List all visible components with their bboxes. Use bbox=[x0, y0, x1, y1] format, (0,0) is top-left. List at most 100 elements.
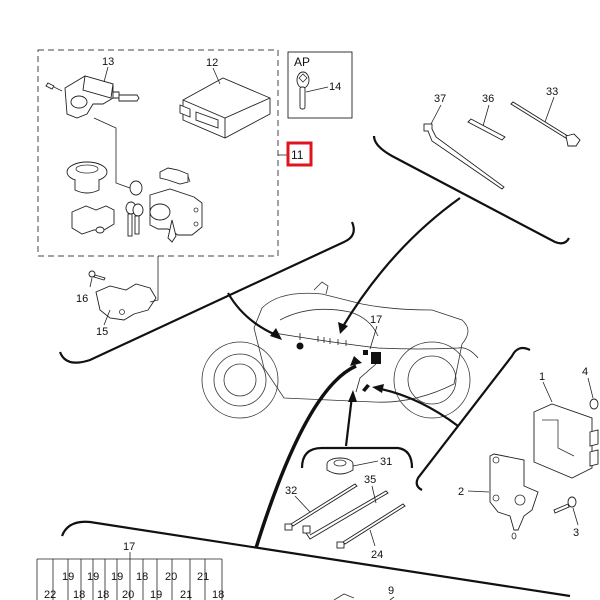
motorcycle-outline bbox=[201, 281, 471, 419]
callout-17[interactable]: 17 bbox=[370, 314, 382, 326]
part-2-bracket[interactable] bbox=[489, 453, 539, 540]
part-35-cable-tie[interactable] bbox=[302, 490, 389, 540]
clamp-label-bottom-7[interactable]: 18 bbox=[212, 589, 224, 600]
clamp-label-top-3[interactable]: 19 bbox=[111, 571, 123, 583]
part-ignition-switch[interactable] bbox=[149, 188, 203, 243]
clamp-label-bottom-6[interactable]: 21 bbox=[180, 589, 192, 600]
arrow-head-top bbox=[338, 322, 348, 334]
part-17-relay-marker[interactable] bbox=[371, 352, 381, 364]
callout-3[interactable]: 3 bbox=[573, 527, 579, 539]
leader-2 bbox=[467, 490, 490, 493]
part-key-set[interactable] bbox=[125, 180, 144, 237]
callout-13[interactable]: 13 bbox=[102, 56, 114, 68]
arrow-head-right bbox=[372, 384, 384, 393]
part-12-ecu[interactable] bbox=[179, 77, 271, 139]
leader-15 bbox=[103, 309, 111, 326]
arrow-from-left-panel bbox=[227, 292, 277, 337]
callout-31[interactable]: 31 bbox=[380, 456, 392, 468]
panel-border-bottom bbox=[60, 520, 571, 598]
leader-24 bbox=[369, 529, 376, 547]
part-1-relay-unit[interactable] bbox=[533, 403, 599, 479]
clamp-label-top-1[interactable]: 19 bbox=[62, 571, 74, 583]
callout-17-ruler[interactable]: 17 bbox=[123, 541, 135, 553]
callout-2[interactable]: 2 bbox=[458, 486, 464, 498]
leader-12 bbox=[212, 67, 221, 85]
callout-24[interactable]: 24 bbox=[371, 549, 383, 561]
clamp-label-top-2[interactable]: 19 bbox=[87, 571, 99, 583]
leader-14 bbox=[305, 86, 329, 93]
callout-14[interactable]: 14 bbox=[329, 81, 341, 93]
callout-1[interactable]: 1 bbox=[539, 371, 545, 383]
leader-16 bbox=[89, 277, 93, 288]
leader-31 bbox=[352, 460, 379, 467]
callout-33[interactable]: 33 bbox=[546, 86, 558, 98]
callout-16[interactable]: 16 bbox=[76, 293, 88, 305]
cover-link-line bbox=[149, 256, 159, 303]
leader-1 bbox=[542, 381, 553, 403]
clamp-label-top-4[interactable]: 18 bbox=[136, 571, 148, 583]
relay-small-marker[interactable] bbox=[363, 350, 368, 355]
callout-12[interactable]: 12 bbox=[206, 57, 218, 69]
arrow-head-small bbox=[348, 390, 357, 402]
ap-box-label: AP bbox=[294, 55, 310, 69]
leader-32 bbox=[294, 495, 311, 513]
part-switch-bracket[interactable] bbox=[71, 205, 115, 235]
arrow-head-left bbox=[270, 328, 282, 340]
clamp-label-bottom-5[interactable]: 19 bbox=[150, 589, 162, 600]
clamp-position-ruler bbox=[36, 552, 223, 600]
callout-11-highlight bbox=[286, 141, 313, 167]
part-3-bolt[interactable] bbox=[553, 496, 577, 514]
panel-border-left bbox=[58, 221, 355, 364]
part-14-key-blank[interactable] bbox=[296, 71, 310, 110]
leader-13 bbox=[103, 66, 109, 83]
callout-9[interactable]: 9 bbox=[388, 585, 394, 597]
clamp-label-top-6[interactable]: 21 bbox=[197, 571, 209, 583]
callout-36[interactable]: 36 bbox=[482, 93, 494, 105]
leader-4 bbox=[587, 377, 594, 399]
clamp-label-bottom-2[interactable]: 18 bbox=[73, 589, 85, 600]
part-24-cable-tie[interactable] bbox=[336, 503, 406, 549]
part-main-switch-cap[interactable] bbox=[66, 161, 108, 194]
connector-marker[interactable] bbox=[362, 384, 370, 392]
part-32-cable-tie[interactable] bbox=[284, 483, 358, 531]
clamp-label-top-5[interactable]: 20 bbox=[165, 571, 177, 583]
harness-tick-marks bbox=[299, 333, 347, 346]
relay-harness-line bbox=[355, 363, 377, 393]
lock-link-line bbox=[93, 117, 131, 189]
leader-36 bbox=[482, 104, 490, 127]
callout-11[interactable]: 11 bbox=[291, 148, 304, 162]
arrow-from-right-panel bbox=[375, 386, 459, 427]
arrow-from-bottom-panel bbox=[254, 364, 357, 549]
leader-33 bbox=[544, 96, 555, 123]
leader-17 bbox=[369, 325, 378, 350]
part-seat-lock[interactable] bbox=[159, 167, 191, 185]
clamp-label-bottom-1[interactable]: 22 bbox=[44, 589, 56, 600]
callout-15[interactable]: 15 bbox=[96, 326, 108, 338]
wire-harness-route bbox=[267, 331, 479, 359]
leader-37 bbox=[430, 104, 442, 125]
part-15-cover[interactable] bbox=[95, 283, 157, 321]
part-33-clamp-tie[interactable] bbox=[510, 101, 581, 147]
part-13-lock-assembly[interactable] bbox=[45, 75, 140, 119]
arrow-from-top-panel bbox=[341, 197, 461, 329]
arrow-from-small-panel bbox=[344, 395, 354, 447]
callout-32[interactable]: 32 bbox=[285, 485, 297, 497]
callout-4[interactable]: 4 bbox=[582, 366, 588, 378]
part-4-nut[interactable] bbox=[589, 398, 599, 410]
harness-clip-dot[interactable] bbox=[296, 342, 304, 350]
callout-37[interactable]: 37 bbox=[434, 93, 446, 105]
panel-border-right bbox=[415, 346, 531, 491]
arrow-head-bottom bbox=[350, 356, 362, 366]
part-9-outline[interactable] bbox=[333, 593, 355, 600]
leader-35 bbox=[371, 485, 377, 504]
part-31-grommet[interactable] bbox=[326, 457, 354, 475]
callout-35[interactable]: 35 bbox=[364, 474, 376, 486]
part-36-band[interactable] bbox=[467, 118, 506, 141]
leader-3 bbox=[572, 507, 579, 526]
part-37-cable-tie[interactable] bbox=[423, 123, 505, 190]
panel-border-small bbox=[300, 446, 414, 469]
part-16-screw[interactable] bbox=[88, 270, 106, 281]
clamp-label-bottom-3[interactable]: 18 bbox=[97, 589, 109, 600]
clamp-label-bottom-4[interactable]: 20 bbox=[122, 589, 134, 600]
